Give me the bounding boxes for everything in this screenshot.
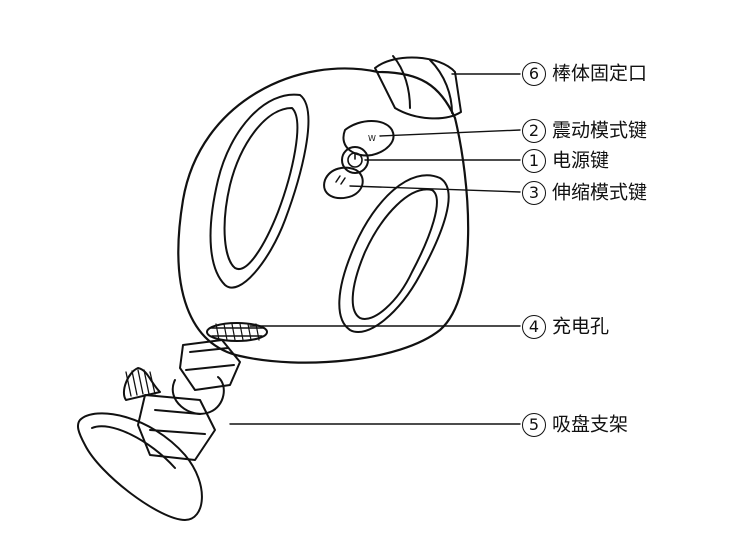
leader-2: [379, 129, 521, 137]
mount-nut: [179, 339, 241, 391]
callout-power-button: 1 电源键: [522, 148, 609, 173]
callout-stick-mount: 6 棒体固定口: [522, 61, 647, 86]
callout-charging-port: 4 充电孔: [522, 314, 609, 339]
telescopic-button: [323, 166, 364, 200]
callout-text: 棒体固定口: [552, 62, 648, 85]
bracket: [137, 394, 216, 461]
callout-suction-bracket: 5 吸盘支架: [522, 412, 628, 437]
callout-number: 5: [522, 412, 546, 437]
callout-text: 充电孔: [552, 315, 610, 338]
right-panel: [338, 174, 450, 333]
callout-text: 吸盘支架: [552, 413, 629, 436]
charging-port: [206, 322, 268, 342]
callout-number: 3: [522, 180, 546, 205]
callout-number: 1: [522, 148, 546, 173]
callout-number: 4: [522, 314, 546, 339]
vibration-button: [342, 120, 395, 157]
callout-text: 震动模式键: [552, 119, 648, 142]
suction-cup: [76, 412, 203, 521]
leader-3: [349, 185, 521, 193]
callout-number: 2: [522, 118, 546, 143]
callout-text: 伸缩模式键: [552, 181, 648, 204]
callout-text: 电源键: [552, 149, 610, 172]
svg-text:W: W: [368, 134, 376, 143]
callout-number: 6: [522, 61, 546, 86]
stick-mount: [374, 56, 462, 120]
callout-telescopic-button: 3 伸缩模式键: [522, 180, 647, 205]
device-body: [177, 67, 470, 364]
callout-vibration-button: 2 震动模式键: [522, 118, 647, 143]
swivel-joint: [171, 376, 225, 415]
left-panel: [209, 93, 310, 289]
